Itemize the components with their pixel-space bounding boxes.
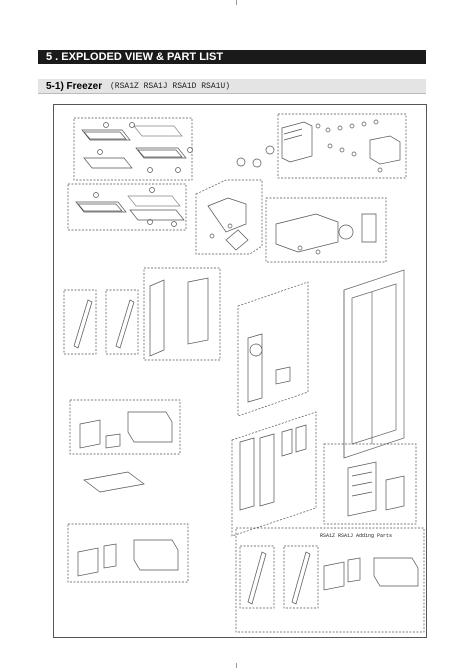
- guide-rails: [231, 411, 317, 537]
- cabinet: [343, 269, 405, 459]
- shelf-group-middle: [67, 183, 187, 231]
- drawer-group-1: [69, 399, 181, 455]
- subsection-models: (RSA1Z RSA1J RSA1D RSA1U): [110, 82, 231, 91]
- drawer-group-2: [67, 523, 189, 583]
- fan-motor-group: [265, 197, 387, 263]
- exploded-view-frame: [53, 104, 427, 638]
- cover-group: [83, 471, 145, 493]
- adding-parts-group: [235, 527, 425, 633]
- subsection-header: 5-1) Freezer (RSA1Z RSA1J RSA1D RSA1U): [38, 79, 426, 94]
- page-top-mark: [236, 0, 237, 5]
- shelf-group-top: [73, 117, 193, 181]
- ice-maker-group: [277, 113, 407, 179]
- subsection-label: 5-1) Freezer: [46, 81, 103, 92]
- adding-parts-label: RSA1Z RSA1J Adding Parts: [320, 533, 393, 539]
- evaporator-group: [323, 443, 417, 525]
- cover-plates: [143, 267, 221, 361]
- side-rails: [63, 289, 139, 355]
- page-bottom-mark: [236, 663, 237, 668]
- section-title: 5 . EXPLODED VIEW & PART LIST: [38, 50, 426, 64]
- freezer-back-panel: [237, 281, 309, 417]
- dispenser-group: [195, 179, 263, 255]
- small-parts: [236, 145, 275, 168]
